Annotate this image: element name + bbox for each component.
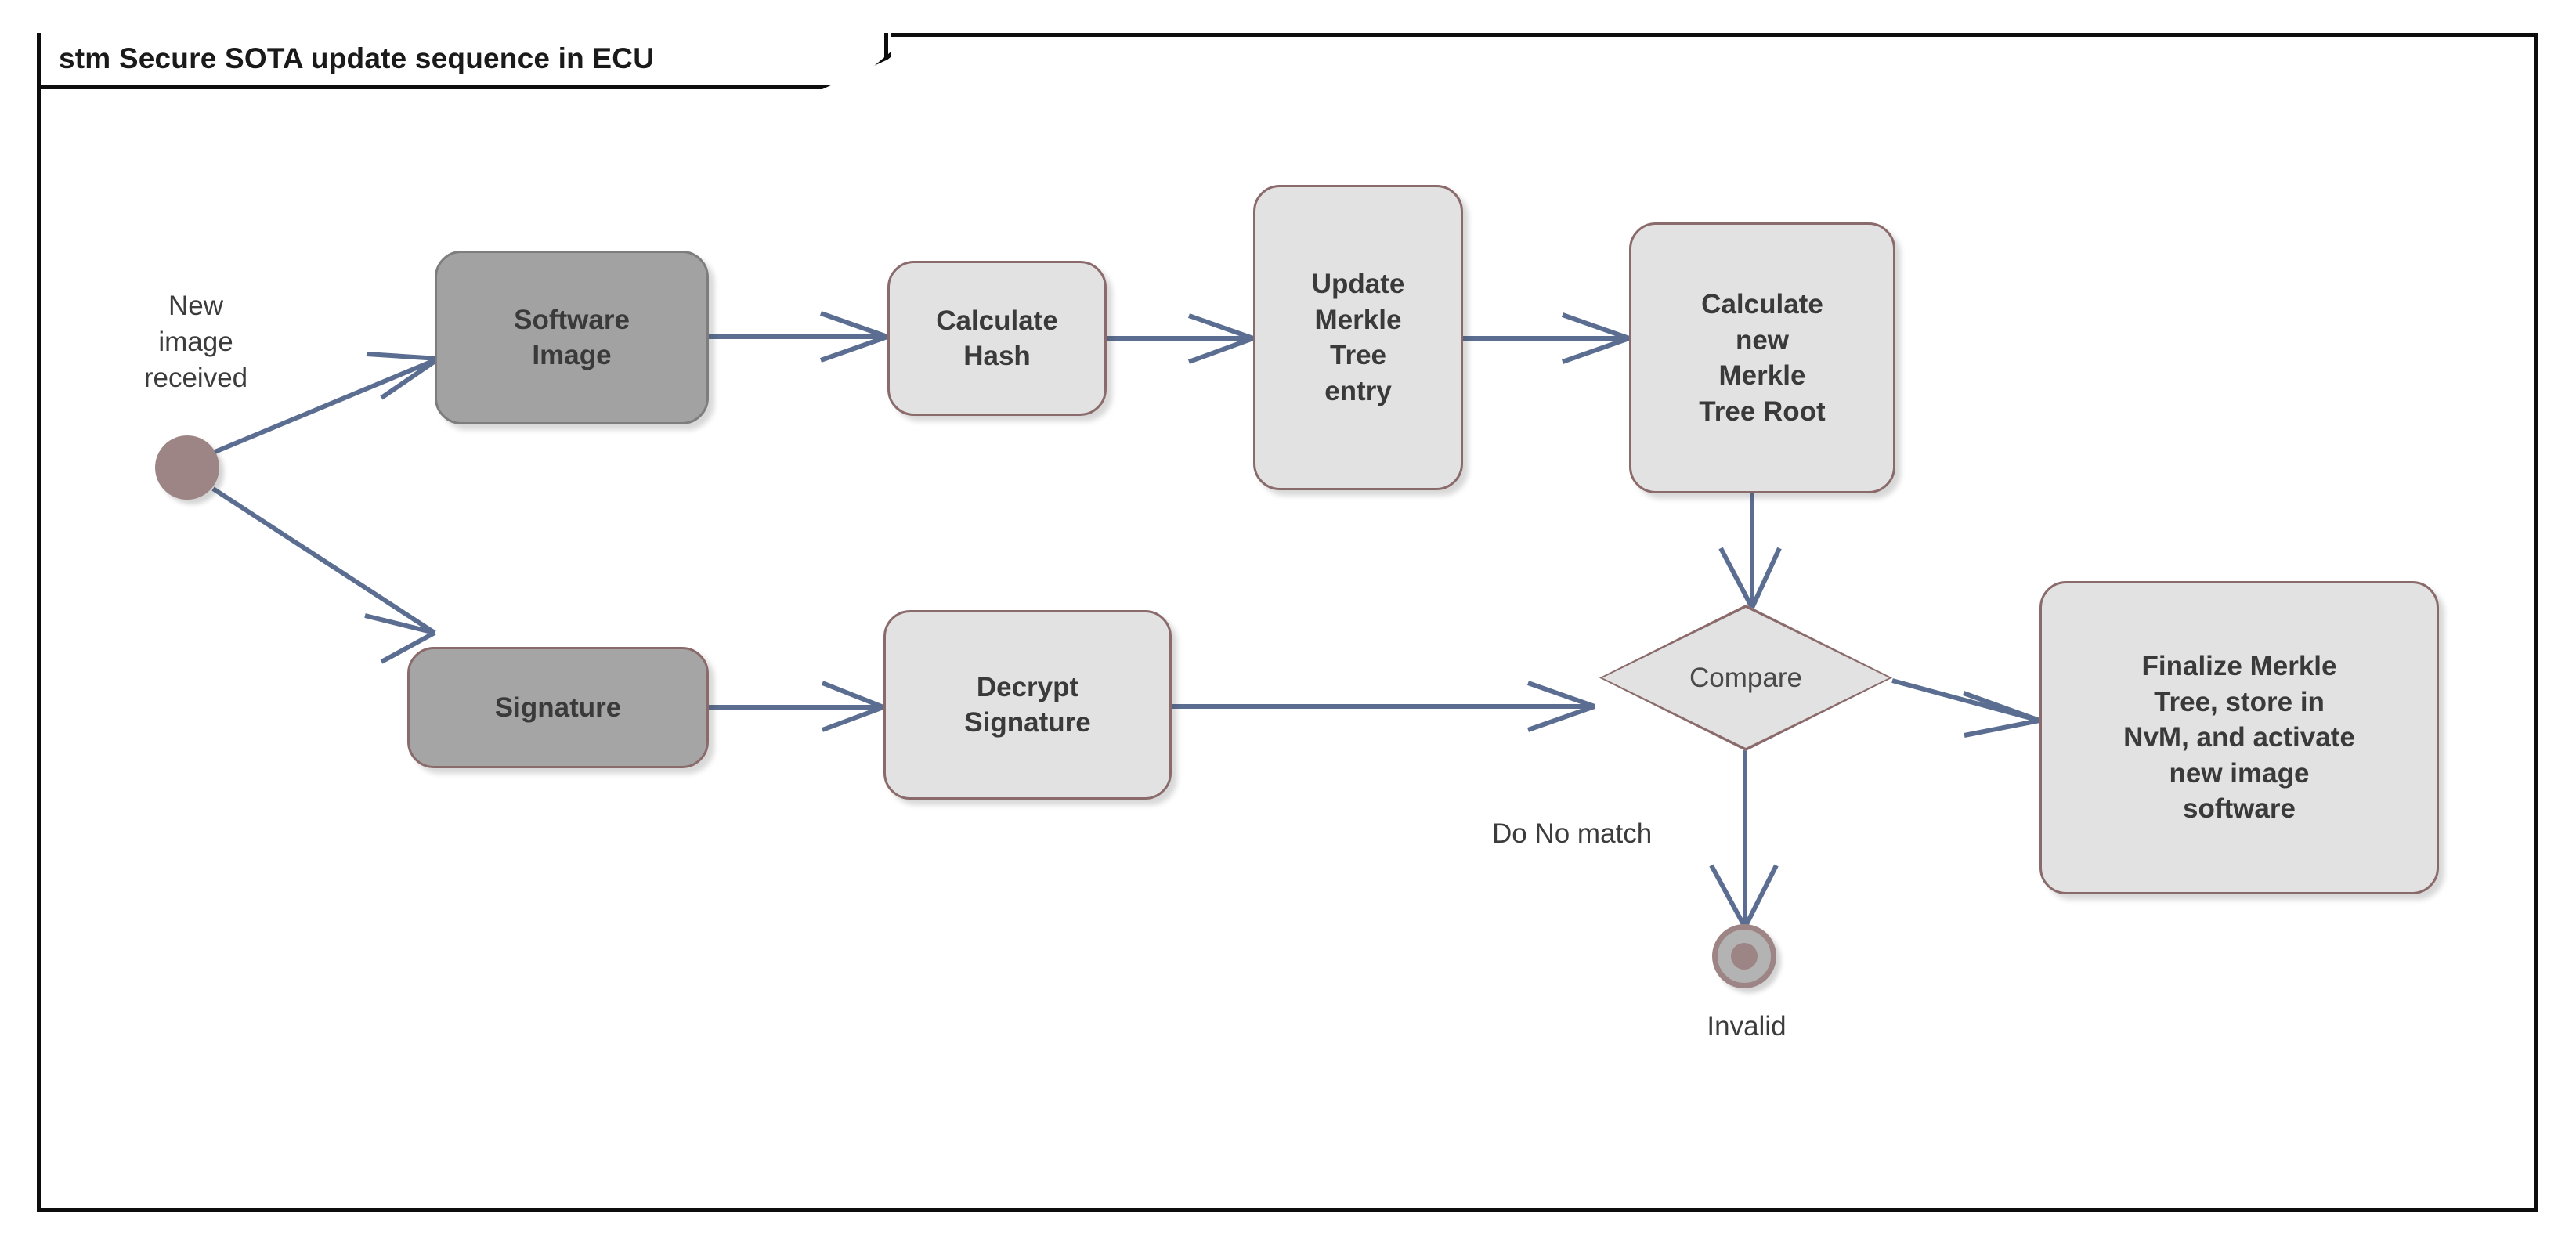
state-finalize-merkle-tree[interactable]: Finalize Merkle Tree, store in NvM, and …: [2039, 581, 2439, 894]
state-software-image[interactable]: Software Image: [435, 251, 709, 424]
frame-title-tab: [37, 33, 891, 89]
state-update-merkle-tree-entry[interactable]: Update Merkle Tree entry: [1253, 185, 1463, 490]
decision-compare[interactable]: Compare: [1599, 605, 1892, 751]
state-calculate-new-merkle-tree-root[interactable]: Calculate new Merkle Tree Root: [1629, 222, 1895, 493]
invalid-label: Invalid: [1707, 1011, 1787, 1042]
state-signature[interactable]: Signature: [407, 647, 709, 768]
new-image-received-label: New image received: [143, 291, 248, 394]
decision-compare-label: Compare: [1689, 662, 1802, 693]
initial-state-node[interactable]: [155, 435, 219, 500]
final-state-node[interactable]: [1712, 924, 1776, 988]
do-no-match-label: Do No match: [1492, 818, 1653, 849]
state-calculate-hash[interactable]: Calculate Hash: [887, 261, 1107, 416]
frame-tab-angled-edge: [820, 33, 891, 85]
state-decrypt-signature[interactable]: Decrypt Signature: [883, 610, 1172, 800]
frame-title: stm Secure SOTA update sequence in ECU: [59, 42, 655, 74]
